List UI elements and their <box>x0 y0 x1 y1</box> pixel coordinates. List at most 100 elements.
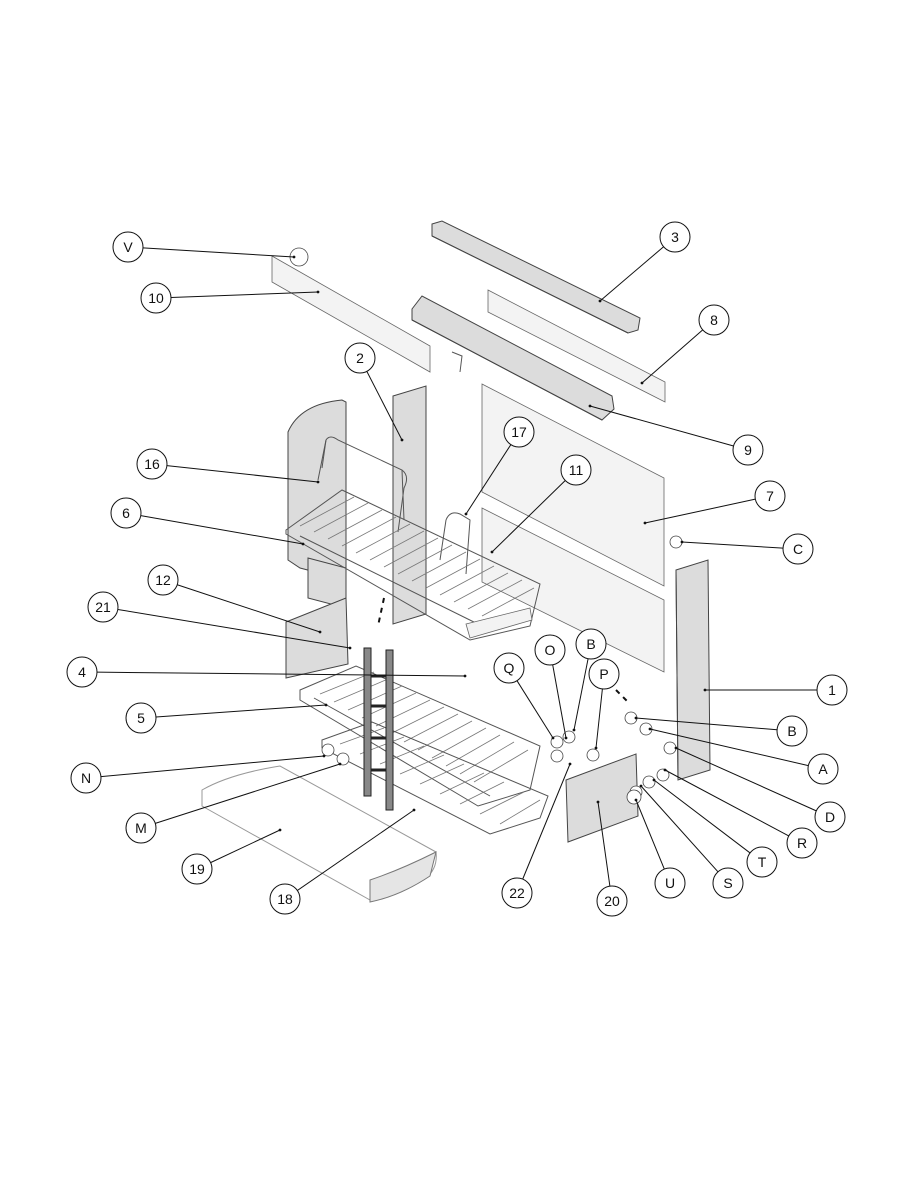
callout-label: 22 <box>509 885 525 901</box>
callout-circle <box>66 656 98 688</box>
callout-22: 22 <box>501 762 572 909</box>
leader-dot <box>564 736 568 740</box>
callout-label: B <box>586 636 595 652</box>
callout-m: M <box>125 762 342 844</box>
ladder <box>363 647 394 811</box>
callout-n: N <box>70 754 326 794</box>
guard-rail-17 <box>439 512 471 575</box>
leader-line <box>597 801 611 887</box>
callout-label: T <box>758 854 767 870</box>
callout-circle <box>147 564 179 596</box>
callout-circle <box>269 883 301 915</box>
callout-label: Q <box>504 660 515 676</box>
leader-line <box>653 779 751 854</box>
leader-dot <box>490 550 494 554</box>
callout-circle <box>588 658 620 690</box>
callout-17: 17 <box>464 416 535 516</box>
callout-label: O <box>545 642 556 658</box>
leader-line <box>516 680 554 739</box>
callout-1: 1 <box>703 674 848 706</box>
callout-18: 18 <box>269 808 416 915</box>
callout-19: 19 <box>181 828 282 885</box>
callout-circle <box>807 753 839 785</box>
hardware-d <box>663 741 677 755</box>
callout-circle <box>140 282 172 314</box>
callout-label: 16 <box>144 456 160 472</box>
hardware-m <box>336 752 350 766</box>
leader-line <box>491 480 566 553</box>
leader-line <box>681 541 784 549</box>
callout-label: 3 <box>671 229 679 245</box>
leader-dot <box>674 746 678 750</box>
callout-label: R <box>797 835 807 851</box>
leader-dot <box>703 688 707 692</box>
leader-dot <box>634 716 638 720</box>
leader-dot <box>322 754 326 758</box>
callout-label: N <box>81 770 91 786</box>
callout-circle <box>814 801 846 833</box>
callout-11: 11 <box>490 454 592 554</box>
leader-line <box>155 704 327 718</box>
leader-line <box>297 809 415 891</box>
callout-b2: B <box>634 715 808 747</box>
callout-2: 2 <box>344 342 404 442</box>
leader-dot <box>639 784 643 788</box>
callout-circle <box>87 591 119 623</box>
callout-8: 8 <box>640 304 730 385</box>
parts-drawing <box>201 220 711 903</box>
callout-label: 1 <box>828 682 836 698</box>
callout-t: T <box>652 778 778 878</box>
part-16-end-board <box>287 399 347 581</box>
part-9-shelf <box>411 295 615 421</box>
leader-dot <box>680 540 684 544</box>
leader-dot <box>594 746 598 750</box>
leader-line <box>644 498 756 524</box>
hardware-n <box>321 743 335 757</box>
callout-label: 19 <box>189 861 205 877</box>
callout-circle <box>712 867 744 899</box>
callout-circle <box>776 715 808 747</box>
callout-label: 2 <box>356 350 364 366</box>
callout-label: 11 <box>569 462 584 478</box>
leader-dot <box>648 727 652 731</box>
leader-dot <box>292 255 296 259</box>
hardware-c <box>669 535 683 549</box>
callout-label: S <box>723 875 732 891</box>
callout-label: U <box>665 875 675 891</box>
callout-circle <box>136 448 168 480</box>
callout-label: 7 <box>766 488 774 504</box>
leader-dot <box>598 299 602 303</box>
leader-dot <box>400 438 404 442</box>
part-3-top-shelf <box>431 220 641 334</box>
callout-label: 12 <box>155 572 171 588</box>
leader-dot <box>324 703 328 707</box>
part-10-rear-panel <box>271 255 431 373</box>
callout-circle <box>816 674 848 706</box>
callout-21: 21 <box>87 591 352 650</box>
callout-a: A <box>648 727 839 785</box>
leader-dot <box>596 800 600 804</box>
callout-label: 20 <box>604 893 620 909</box>
leader-line <box>589 405 734 447</box>
leader-line <box>599 246 664 302</box>
leader-line <box>635 799 665 870</box>
leader-dot <box>463 674 467 678</box>
callout-label: 5 <box>137 710 145 726</box>
callout-5: 5 <box>125 702 328 734</box>
leader-dot <box>338 762 342 766</box>
callout-circle <box>659 221 691 253</box>
alignment-line <box>615 689 629 703</box>
leader-dot <box>551 736 555 740</box>
callout-label: V <box>123 239 133 255</box>
callout-9: 9 <box>588 404 764 466</box>
leader-line <box>96 671 466 677</box>
callout-label: D <box>825 809 835 825</box>
part-2-side-panel <box>392 385 427 625</box>
callout-circle <box>112 231 144 263</box>
alignment-line <box>377 597 385 627</box>
leader-line <box>573 658 589 731</box>
leader-line <box>170 291 319 298</box>
leader-line <box>552 664 567 739</box>
